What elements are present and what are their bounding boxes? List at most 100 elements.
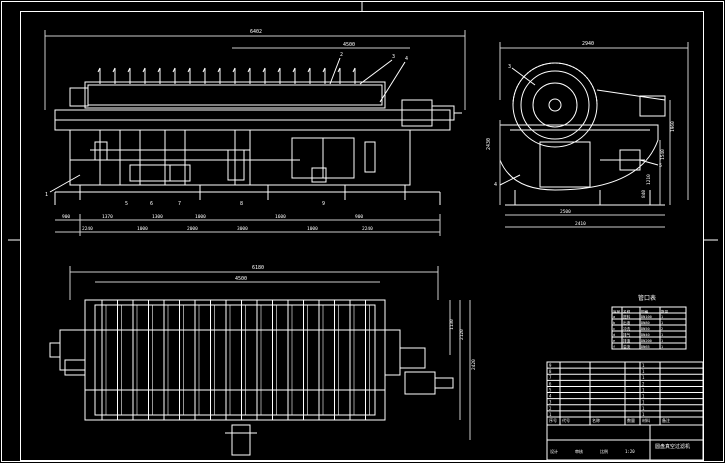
- side-left-dim: 2430: [486, 138, 492, 150]
- port-table-cell: f: [613, 345, 615, 349]
- plan-disc-fins: [101, 300, 370, 420]
- port-table-cell: 溢流: [623, 344, 631, 349]
- title-block-cell: 1: [642, 363, 645, 368]
- title-block-footer: 审核: [575, 448, 583, 454]
- title-block-cell: 8: [549, 369, 552, 374]
- front-lower-dim: 900: [62, 214, 70, 220]
- title-block-cell: 2: [549, 406, 552, 411]
- title-block-title: 圆盘真空过滤机: [655, 443, 690, 450]
- side-top-dim: 2940: [582, 41, 594, 47]
- side-callout-label: 3: [508, 64, 511, 70]
- port-table-title: 管口表: [638, 294, 656, 302]
- port-table-cell: e: [613, 339, 615, 343]
- title-block-header: 代号: [562, 417, 570, 423]
- front-fin-tip: [97, 67, 101, 73]
- front-fin-tip: [247, 67, 251, 73]
- front-callout-label: 1: [45, 192, 48, 198]
- side-right-dim: 840: [641, 190, 647, 198]
- port-table-cell: 排渣: [623, 338, 631, 343]
- title-block-cell: 1: [642, 406, 645, 411]
- title-block-cell: 7: [549, 375, 552, 380]
- front-bottom-dim: 2000: [187, 226, 198, 232]
- front-fin-tip: [292, 67, 296, 73]
- title-block-footer: 1:20: [625, 449, 635, 454]
- title-block-footer: 设计: [550, 448, 558, 454]
- title-block-header: 名称: [592, 417, 600, 423]
- side-right-dim: 1540: [660, 149, 666, 160]
- front-callout-label: 2: [340, 52, 343, 58]
- port-table-cell: 2: [661, 327, 663, 331]
- port-table-cell: 进料: [623, 314, 631, 319]
- front-callout-label: 8: [240, 201, 243, 207]
- port-table-cell: d: [613, 333, 615, 337]
- front-bottom-dim: 2240: [362, 226, 373, 232]
- front-fin-tip: [127, 67, 131, 73]
- port-table-cell: a: [613, 315, 615, 319]
- port-table-cell: 1: [661, 321, 663, 325]
- port-table-cell: DN40: [641, 333, 650, 337]
- title-block-cell: 3: [549, 400, 552, 405]
- front-lower-dim: 1600: [275, 214, 286, 220]
- front-fin-tip: [352, 67, 356, 73]
- plan-right-dim: 2420: [471, 359, 477, 370]
- front-bottom-dim: 1000: [137, 226, 148, 232]
- side-bottom-dim: 2500: [560, 209, 571, 215]
- title-block-cell: 4: [549, 394, 552, 399]
- front-fin-tip: [277, 67, 281, 73]
- front-fin-tip: [202, 67, 206, 73]
- front-callout-label: 7: [178, 201, 181, 207]
- plan-right-dim: 2120: [459, 329, 465, 340]
- front-fin-tip: [217, 67, 221, 73]
- side-callout-label: 4: [494, 182, 497, 188]
- port-table-header: 名称: [623, 309, 631, 314]
- port-table-cell: DN100: [641, 315, 652, 319]
- port-table-cell: 排气: [623, 332, 631, 337]
- side-view: 2940: [499, 41, 689, 228]
- port-table-cell: 1: [661, 345, 663, 349]
- port-table-cell: DN65: [641, 345, 650, 349]
- title-block-header: 备注: [662, 417, 670, 423]
- port-table-cell: 1: [661, 333, 663, 337]
- side-callout-label: 5: [659, 163, 662, 169]
- side-right-dim: 1210: [646, 174, 652, 185]
- front-fin-tip: [322, 67, 326, 73]
- front-fin-tip: [157, 67, 161, 73]
- title-block-cell: 1: [642, 394, 645, 399]
- port-table-cell: b: [613, 321, 615, 325]
- title-block-header: 序号: [549, 417, 557, 423]
- title-block-cell: 9: [549, 363, 552, 368]
- front-lower-dim: 1300: [152, 214, 163, 220]
- front-lower-dim: 1370: [102, 214, 113, 220]
- front-fin-tip: [172, 67, 176, 73]
- plan-overall-dim: 6180: [252, 265, 264, 271]
- port-table-cell: 冲洗: [623, 326, 631, 331]
- port-table-cell: c: [613, 327, 615, 331]
- title-block-cell: 1: [642, 369, 645, 374]
- title-block-cell: 1: [642, 375, 645, 380]
- port-table-cell: DN50: [641, 327, 650, 331]
- front-bottom-dim: 2240: [82, 226, 93, 232]
- front-callout-label: 4: [405, 56, 408, 62]
- plan-right-dim: 1130: [449, 319, 455, 330]
- title-block-cell: 1: [642, 400, 645, 405]
- front-callout-label: 3: [392, 54, 395, 60]
- port-table-cell: DN200: [641, 339, 652, 343]
- port-table-header: 数量: [661, 309, 669, 314]
- port-table-cell: 1: [661, 315, 663, 319]
- side-bottom-dim: 2410: [575, 221, 586, 227]
- title-block-cell: 5: [549, 387, 552, 392]
- front-fin-tip: [337, 67, 341, 73]
- front-fin-tip: [232, 67, 236, 73]
- title-block-cell: 1: [642, 387, 645, 392]
- title-block-cell: 2: [642, 381, 645, 386]
- title-block-header: 材料: [642, 417, 650, 423]
- front-callout-label: 6: [150, 201, 153, 207]
- drawing-frame: [20, 11, 704, 461]
- front-sub-dim: 4500: [343, 42, 355, 48]
- front-fin-tip: [187, 67, 191, 73]
- front-view: 6402 4500: [44, 29, 466, 236]
- title-block-cell: 1: [549, 412, 552, 417]
- front-fin-tip: [112, 67, 116, 73]
- front-lower-dim: 1000: [195, 214, 206, 220]
